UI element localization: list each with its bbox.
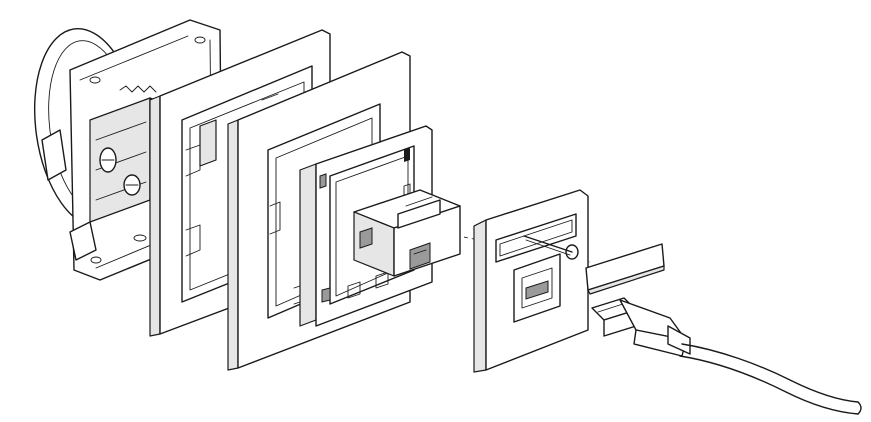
usb-coupler: [353, 189, 461, 277]
cover-plate: [473, 189, 589, 373]
blank-label-strip: [585, 243, 665, 295]
usb-cable: [591, 297, 862, 415]
fixing-screw: [523, 235, 573, 256]
